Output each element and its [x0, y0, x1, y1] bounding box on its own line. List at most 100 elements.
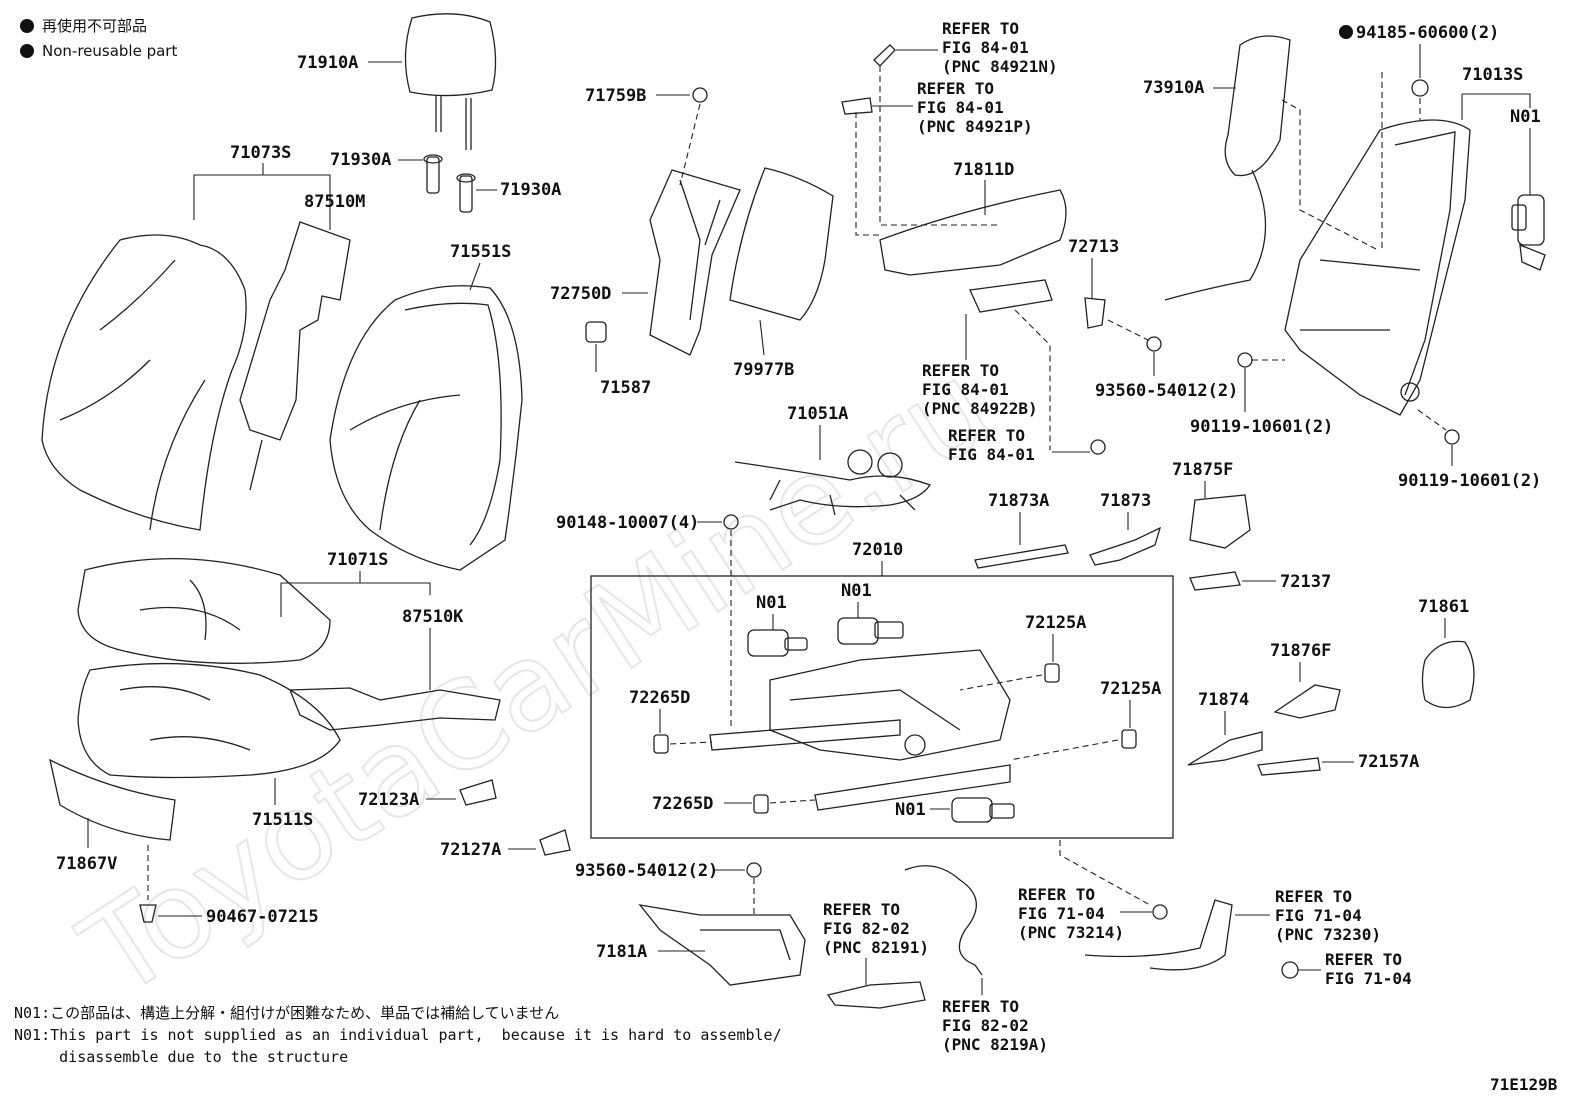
seatback-frame	[1284, 119, 1471, 416]
svg-text:(PNC 73214): (PNC 73214)	[1018, 923, 1124, 942]
svg-text:REFER TO: REFER TO	[948, 426, 1025, 445]
clip-73214	[1152, 904, 1168, 920]
label-71873A: 71873A	[988, 491, 1049, 511]
footnote-jp: N01:この部品は、構造上分解・組付けが困難なため、単品では補給していません	[14, 1004, 559, 1022]
svg-text:REFER TO: REFER TO	[942, 997, 1019, 1016]
clip-90467	[139, 904, 157, 923]
headrest-guide	[423, 154, 476, 213]
label-72713: 72713	[1068, 237, 1119, 257]
label-72123A: 72123A	[358, 790, 419, 810]
label-72125A: 72125A	[1100, 679, 1161, 699]
cover-72127A	[539, 829, 571, 856]
svg-text:FIG 84-01: FIG 84-01	[942, 38, 1029, 57]
tilt-motor	[837, 617, 904, 645]
label-90467-07215: 90467-07215	[206, 907, 319, 927]
label-72127A: 72127A	[440, 840, 501, 860]
label-72010: 72010	[852, 540, 903, 560]
ref-71-04: REFER TO FIG 71-04	[1325, 950, 1412, 988]
seat-cushion-frame	[638, 904, 806, 986]
label-71930A: 71930A	[330, 150, 391, 170]
non-reusable-mark-icon	[1339, 25, 1353, 39]
seatback-cover	[41, 234, 247, 531]
label-N01: N01	[841, 581, 872, 601]
label-90119-10601: 90119-10601(2)	[1190, 417, 1333, 437]
legend-jp: 再使用不可部品	[42, 17, 147, 35]
ref-73230: REFER TO FIG 71-04 (PNC 73230)	[1275, 887, 1381, 944]
label-71875F: 71875F	[1172, 460, 1233, 480]
label-93560-54012: 93560-54012(2)	[1095, 381, 1238, 401]
non-reusable-mark-icon	[20, 44, 34, 58]
label-71811D: 71811D	[953, 160, 1014, 180]
switch-bezel	[969, 279, 1053, 313]
cover-72157A	[1257, 757, 1321, 776]
seat-adjuster	[709, 649, 1011, 811]
svg-text:REFER TO: REFER TO	[1275, 887, 1352, 906]
non-reusable-mark-icon	[20, 19, 34, 33]
label-71874: 71874	[1198, 690, 1249, 710]
svg-text:(PNC 82191): (PNC 82191)	[823, 938, 929, 957]
label-N01: N01	[895, 800, 926, 820]
ref-84922B: REFER TO FIG 84-01 (PNC 84922B)	[922, 361, 1038, 418]
svg-text:FIG 84-01: FIG 84-01	[922, 380, 1009, 399]
bolt-93560	[1146, 336, 1162, 352]
clip-71587	[585, 321, 607, 343]
lifter-motor	[747, 629, 808, 657]
cover-72137	[1189, 571, 1241, 591]
label-73910A: 73910A	[1143, 78, 1204, 98]
svg-text:FIG 71-04: FIG 71-04	[1275, 906, 1362, 925]
svg-text:(PNC 73230): (PNC 73230)	[1275, 925, 1381, 944]
label-71587: 71587	[600, 378, 651, 398]
label-71013S: 71013S	[1462, 65, 1523, 85]
ref-84921N: REFER TO FIG 84-01 (PNC 84921N)	[942, 19, 1058, 76]
cover-71861	[1421, 640, 1475, 709]
slide-motor	[951, 797, 1015, 823]
svg-text:REFER TO: REFER TO	[922, 361, 999, 380]
label-7181A: 7181A	[596, 942, 647, 962]
lumbar-support	[649, 169, 741, 356]
seatback-pad	[329, 285, 523, 571]
bolt-90119-a	[1237, 352, 1253, 368]
label-71867V: 71867V	[56, 854, 117, 874]
label-71873: 71873	[1100, 491, 1151, 511]
footnote-en-cont: disassemble due to the structure	[14, 1048, 348, 1066]
svg-text:FIG 82-02: FIG 82-02	[823, 919, 910, 938]
seat-cushion-cover	[77, 557, 331, 664]
label-90119-10601: 90119-10601(2)	[1398, 471, 1541, 491]
label-93560-54012: 93560-54012(2)	[575, 861, 718, 881]
svg-text:FIG 84-01: FIG 84-01	[917, 98, 1004, 117]
label-79977B: 79977B	[733, 360, 794, 380]
bracket-72713	[1084, 297, 1106, 329]
ref-84921P: REFER TO FIG 84-01 (PNC 84921P)	[917, 79, 1033, 136]
label-71759B: 71759B	[585, 86, 646, 106]
bolt-90119-b	[1444, 429, 1460, 445]
label-N01: N01	[1510, 107, 1541, 127]
label-N01: N01	[756, 593, 787, 613]
headrest	[404, 13, 497, 150]
label-71551S: 71551S	[450, 242, 511, 262]
bolt-93560-b	[746, 862, 762, 878]
svg-text:(PNC 84921P): (PNC 84921P)	[917, 117, 1033, 136]
cover-72265D-a	[653, 734, 669, 754]
cover-72125A-b	[1121, 729, 1137, 749]
seat-track-assembly-box	[590, 575, 1174, 839]
label-87510M: 87510M	[304, 192, 365, 212]
label-71930A: 71930A	[500, 180, 561, 200]
svg-text:REFER TO: REFER TO	[917, 79, 994, 98]
label-72137: 72137	[1280, 572, 1331, 592]
nut-71759B	[692, 87, 708, 103]
svg-text:(PNC 8219A): (PNC 8219A)	[942, 1035, 1048, 1054]
seat-belt-buckle	[1084, 899, 1233, 971]
seatback-board	[729, 167, 834, 321]
label-94185-60600: 94185-60600(2)	[1356, 23, 1499, 43]
svg-text:(PNC 84922B): (PNC 84922B)	[922, 399, 1038, 418]
ref-84-01: REFER TO FIG 84-01	[948, 426, 1035, 464]
seat-cushion-pad	[77, 662, 341, 779]
ref-82191: REFER TO FIG 82-02 (PNC 82191)	[823, 900, 929, 957]
label-72125A: 72125A	[1025, 613, 1086, 633]
nut-94185	[1411, 79, 1429, 97]
svg-text:FIG 71-04: FIG 71-04	[1325, 969, 1412, 988]
label-90148-10007: 90148-10007(4)	[556, 513, 699, 533]
cover-71875F	[1189, 494, 1251, 549]
